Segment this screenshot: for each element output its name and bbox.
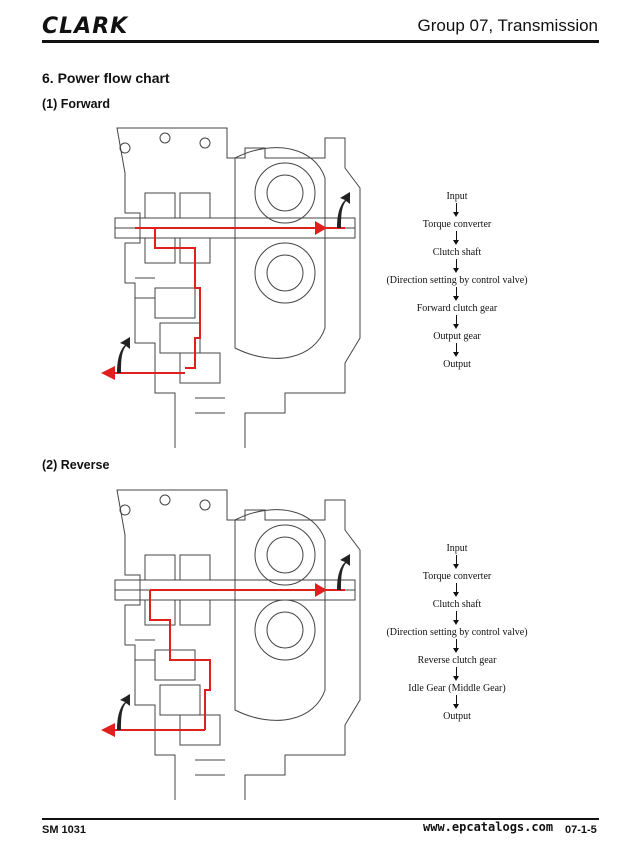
- forward-step-output: Output: [443, 359, 471, 370]
- forward-step-clutch-shaft: Clutch shaft: [432, 247, 482, 258]
- reverse-step-direction-setting: (Direction setting by control valve): [386, 627, 528, 638]
- down-arrow-icon: [362, 343, 552, 358]
- reverse-step-clutch-shaft: Clutch shaft: [432, 599, 482, 610]
- down-arrow-icon: [362, 583, 552, 598]
- reverse-step-input: Input: [446, 543, 468, 554]
- group-title: Group 07, Transmission: [417, 16, 598, 35]
- clark-logo: CLARK: [42, 14, 129, 39]
- reverse-step-idle-gear: Idle Gear (Middle Gear): [408, 683, 506, 694]
- footer-page-number: 07-1-5: [565, 824, 597, 836]
- reverse-flow-chart: Input Torque converter Clutch shaft (Dir…: [362, 542, 552, 723]
- down-arrow-icon: [362, 287, 552, 302]
- forward-step-forward-clutch-gear: Forward clutch gear: [416, 303, 498, 314]
- forward-step-direction-setting: (Direction setting by control valve): [386, 275, 528, 286]
- forward-step-torque-converter: Torque converter: [422, 219, 492, 230]
- forward-step-input: Input: [446, 191, 468, 202]
- footer-rule: [42, 818, 599, 820]
- down-arrow-icon: [362, 639, 552, 654]
- down-arrow-icon: [362, 231, 552, 246]
- forward-flow-chart: Input Torque converter Clutch shaft (Dir…: [362, 190, 552, 371]
- down-arrow-icon: [362, 315, 552, 330]
- footer-doc-code: SM 1031: [42, 824, 87, 836]
- section-title: 6. Power flow chart: [42, 70, 170, 86]
- reverse-step-torque-converter: Torque converter: [422, 571, 492, 582]
- down-arrow-icon: [362, 203, 552, 218]
- footer-watermark-link[interactable]: www.epcatalogs.com: [423, 820, 554, 834]
- forward-step-output-gear: Output gear: [433, 331, 481, 342]
- down-arrow-icon: [362, 611, 552, 626]
- subsection-forward-title: (1) Forward: [42, 97, 111, 111]
- down-arrow-icon: [362, 695, 552, 710]
- down-arrow-icon: [362, 667, 552, 682]
- down-arrow-icon: [362, 259, 552, 274]
- down-arrow-icon: [362, 555, 552, 570]
- reverse-step-output: Output: [443, 711, 471, 722]
- subsection-reverse-title: (2) Reverse: [42, 458, 110, 472]
- forward-transmission-cutaway-diagram: [101, 127, 361, 448]
- reverse-step-reverse-clutch-gear: Reverse clutch gear: [417, 655, 497, 666]
- reverse-transmission-cutaway-diagram: [101, 489, 361, 800]
- header-rule: [42, 40, 599, 43]
